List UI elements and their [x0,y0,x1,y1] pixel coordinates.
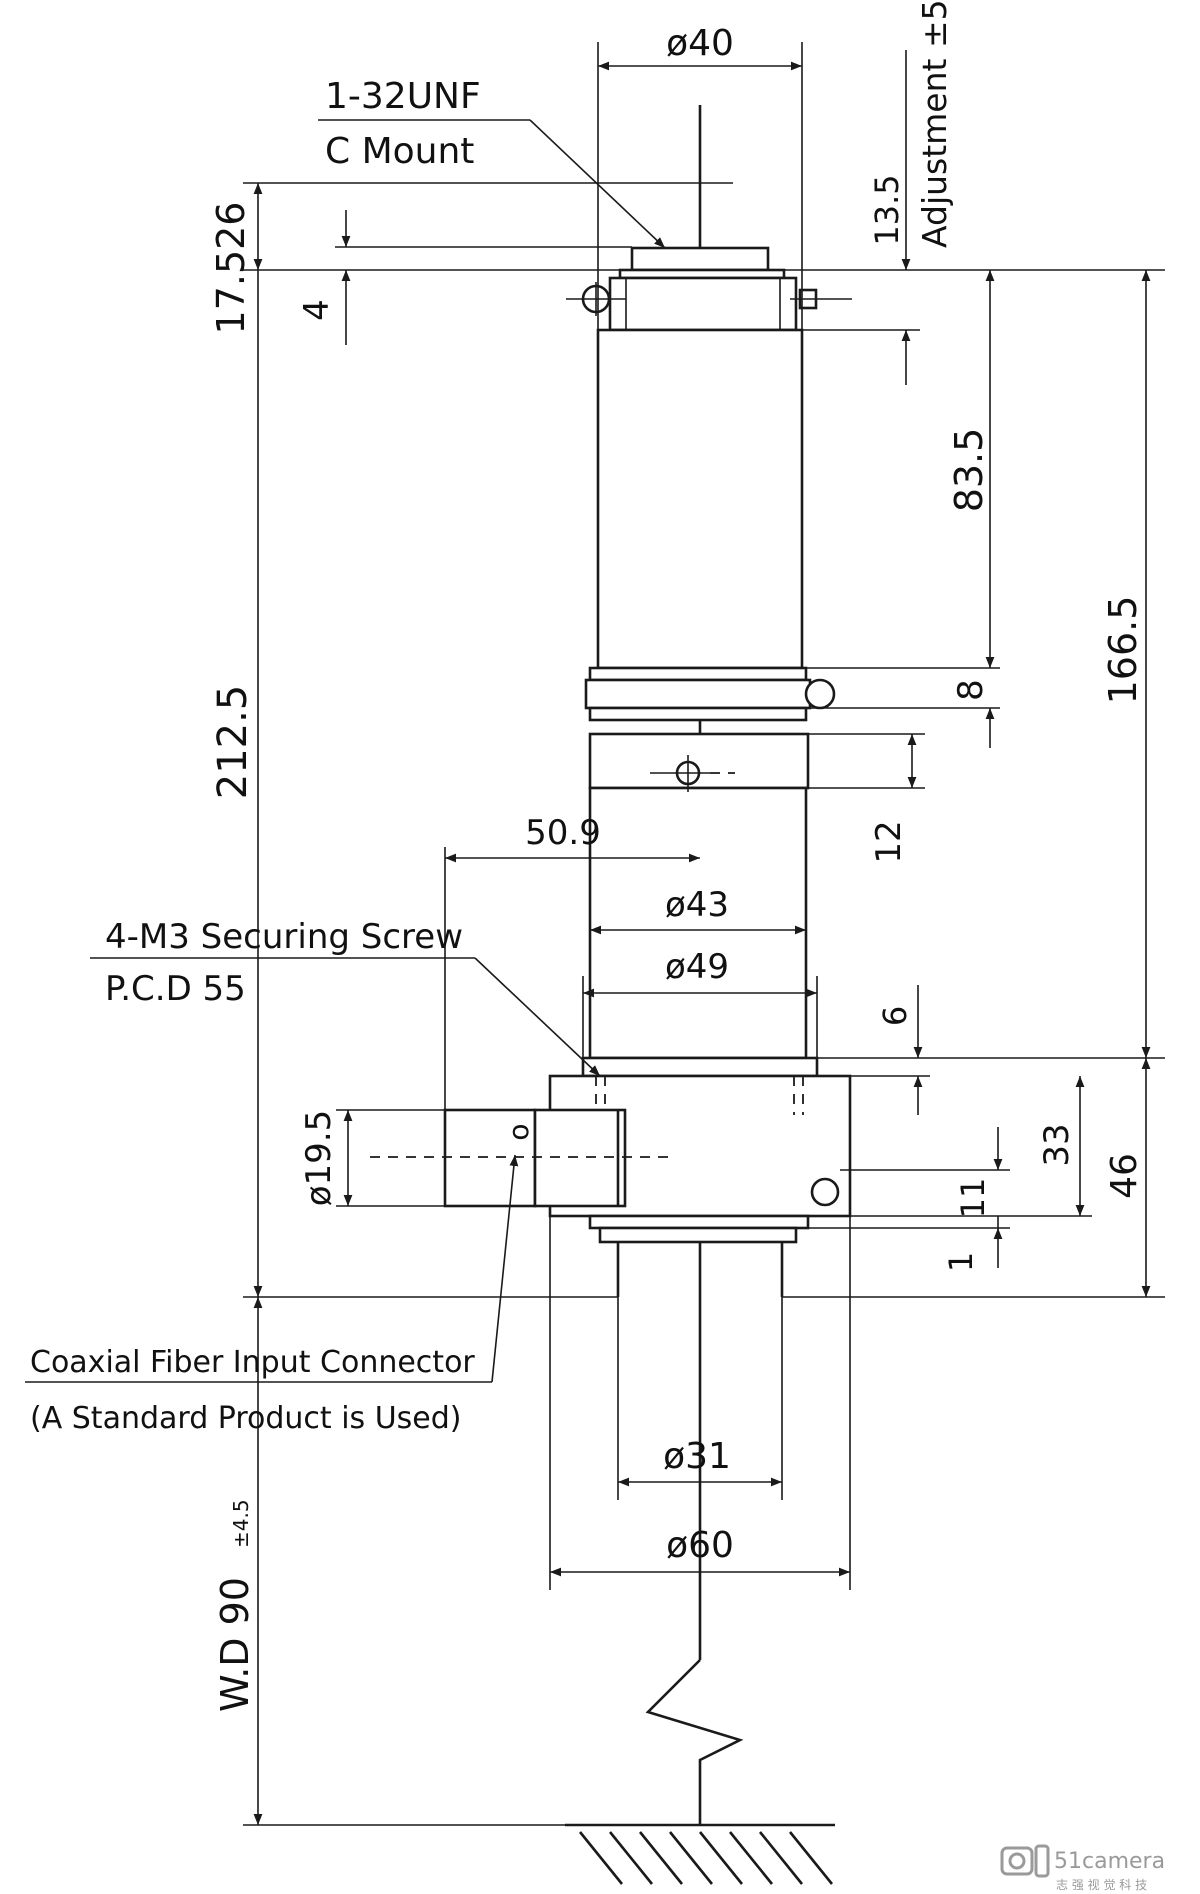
adjustment-label: Adjustment ±5 [915,0,954,248]
left-vertical-dims [243,182,733,1826]
right-vertical-dims [768,50,1165,1298]
dim-d40: ø40 [666,23,734,64]
ground-hatch [578,1831,834,1885]
dim-small-o: o [502,1123,535,1140]
watermark-logo-icon [1000,1844,1050,1878]
dim-4: 4 [297,299,337,321]
fiber-connector-label: Coaxial Fiber Input Connector [30,1345,475,1380]
dim-d31: ø31 [663,1436,731,1477]
dim-d49: ø49 [665,947,729,987]
dim-46: 46 [1104,1153,1145,1199]
mount-thread-label: 1-32UNF [325,76,481,117]
fiber-standard-note: (A Standard Product is Used) [30,1401,462,1436]
dim-17526: 17.526 [209,202,253,335]
dim-1665: 166.5 [1101,596,1145,705]
dim-d43: ø43 [665,885,729,925]
lens-body [370,246,852,1885]
dim-8: 8 [951,679,991,701]
dim-509: 50.9 [525,813,601,853]
axis-break-symbol [645,1659,744,1825]
dim-d60: ø60 [666,1525,734,1566]
dim-2125: 212.5 [210,685,256,800]
dim-33: 33 [1037,1123,1077,1166]
watermark: 51camera 志 强 视 觉 科 技 [1000,1844,1165,1892]
dim-11: 11 [954,1178,992,1219]
watermark-brand: 51camera [1054,1849,1165,1874]
dim-1: 1 [942,1252,980,1272]
dim-6: 6 [876,1006,914,1026]
working-distance-label: W.D 90 [213,1577,257,1712]
diameter-dims [336,42,851,1590]
leader-lines [25,119,666,1383]
dim-135: 13.5 [868,174,906,245]
securing-screw-label: 4-M3 Securing Screw [105,917,463,957]
pcd-label: P.C.D 55 [105,969,246,1009]
mount-type-label: C Mount [325,131,474,172]
dim-835: 83.5 [947,428,991,513]
working-distance-tolerance: ±4.5 [229,1499,253,1548]
dimension-values: ø40 ø43 ø49 ø31 ø60 50.9 o ø19.5 17.526 … [209,23,1145,1566]
dim-12: 12 [869,820,909,863]
watermark-sub: 志 强 视 觉 科 技 [1056,1877,1147,1892]
dim-d195: ø19.5 [299,1110,339,1207]
labels: 1-32UNF C Mount 4-M3 Securing Screw P.C.… [30,0,954,1712]
